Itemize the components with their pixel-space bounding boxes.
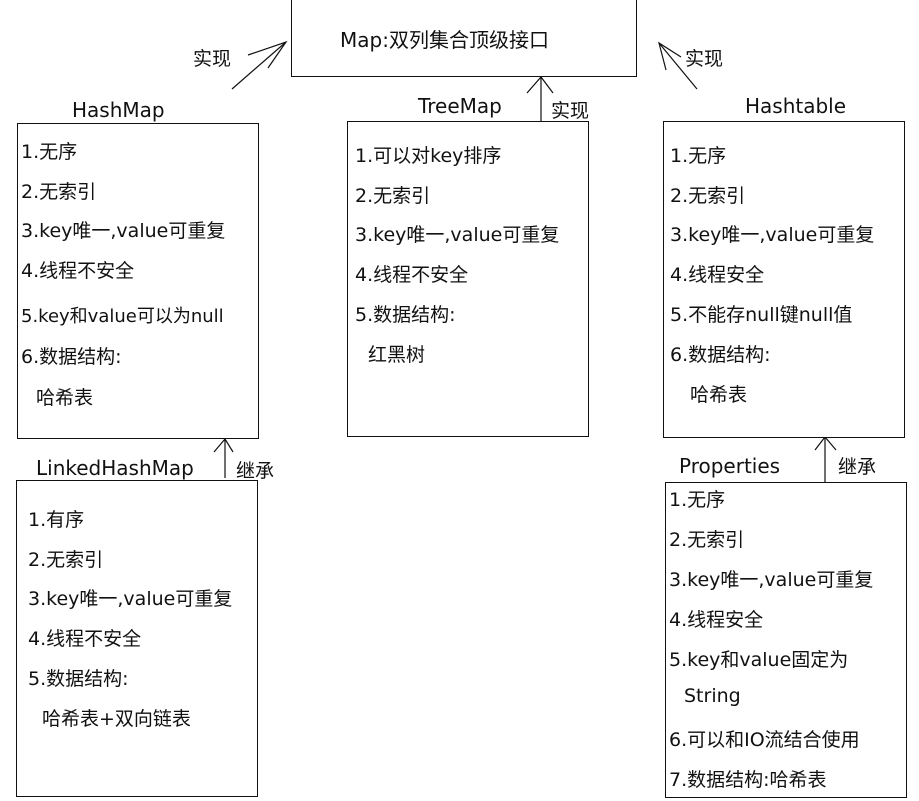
hashmap-item: 3.key唯一,value可重复 [21, 220, 226, 242]
hashmap-item: 2.无索引 [21, 181, 97, 203]
treemap-item: 4.线程不安全 [355, 264, 469, 286]
hashmap-item: 4.线程不安全 [21, 260, 135, 282]
properties-item: 3.key唯一,value可重复 [669, 569, 874, 591]
hashtable-item: 2.无索引 [670, 185, 746, 207]
hashtable-box [663, 121, 905, 438]
treemap-title: TreeMap [418, 94, 502, 118]
linkedhashmap-box [16, 480, 258, 797]
linkedhashmap-item: 2.无索引 [28, 549, 104, 571]
properties-title: Properties [679, 454, 781, 478]
treemap-item: 5.数据结构: [355, 304, 456, 326]
treemap-item: 3.key唯一,value可重复 [355, 224, 560, 246]
properties-item: 1.无序 [669, 489, 726, 511]
implements-arrow-right [658, 42, 698, 90]
hashmap-item: 5.key和value可以为null [21, 306, 224, 327]
treemap-item: 2.无索引 [355, 185, 431, 207]
linkedhashmap-title: LinkedHashMap [36, 456, 194, 480]
hashtable-item: 5.不能存null键null值 [670, 304, 853, 326]
treemap-box [347, 121, 589, 437]
treemap-item: 1.可以对key排序 [355, 145, 502, 167]
properties-item: 7.数据结构:哈希表 [669, 769, 827, 791]
map-interface-title: Map:双列集合顶级接口 [340, 28, 549, 52]
hashmap-item: 6.数据结构: [21, 346, 122, 368]
properties-item: 6.可以和IO流结合使用 [669, 729, 860, 751]
properties-item: 5.key和value固定为 [669, 649, 849, 671]
hashtable-item: 3.key唯一,value可重复 [670, 224, 875, 246]
map-interface-box [291, 0, 637, 77]
extends-label-linked: 继承 [236, 460, 275, 482]
hashmap-item: 1.无序 [21, 141, 78, 163]
linkedhashmap-item: 3.key唯一,value可重复 [28, 588, 233, 610]
linkedhashmap-item: 5.数据结构: [28, 668, 129, 690]
properties-box [665, 482, 907, 798]
extends-label-properties: 继承 [838, 456, 877, 478]
hashtable-item: 哈希表 [690, 384, 748, 406]
properties-item: String [684, 685, 741, 707]
treemap-item: 红黑树 [368, 344, 426, 366]
implements-label-right: 实现 [685, 48, 724, 70]
implements-arrow-left [231, 41, 287, 90]
hashtable-item: 6.数据结构: [670, 344, 771, 366]
linkedhashmap-item: 4.线程不安全 [28, 628, 142, 650]
properties-item: 4.线程安全 [669, 609, 764, 631]
hashmap-box [17, 123, 259, 439]
hashmap-item: 哈希表 [36, 387, 94, 409]
hashtable-title: Hashtable [745, 94, 847, 118]
linkedhashmap-item: 哈希表+双向链表 [42, 708, 191, 730]
linkedhashmap-item: 1.有序 [28, 509, 85, 531]
hashmap-title: HashMap [72, 98, 165, 122]
implements-label-left: 实现 [193, 48, 232, 70]
properties-item: 2.无索引 [669, 529, 745, 551]
hashtable-item: 1.无序 [670, 145, 727, 167]
implements-label-center: 实现 [551, 100, 590, 122]
hashtable-item: 4.线程安全 [670, 264, 765, 286]
